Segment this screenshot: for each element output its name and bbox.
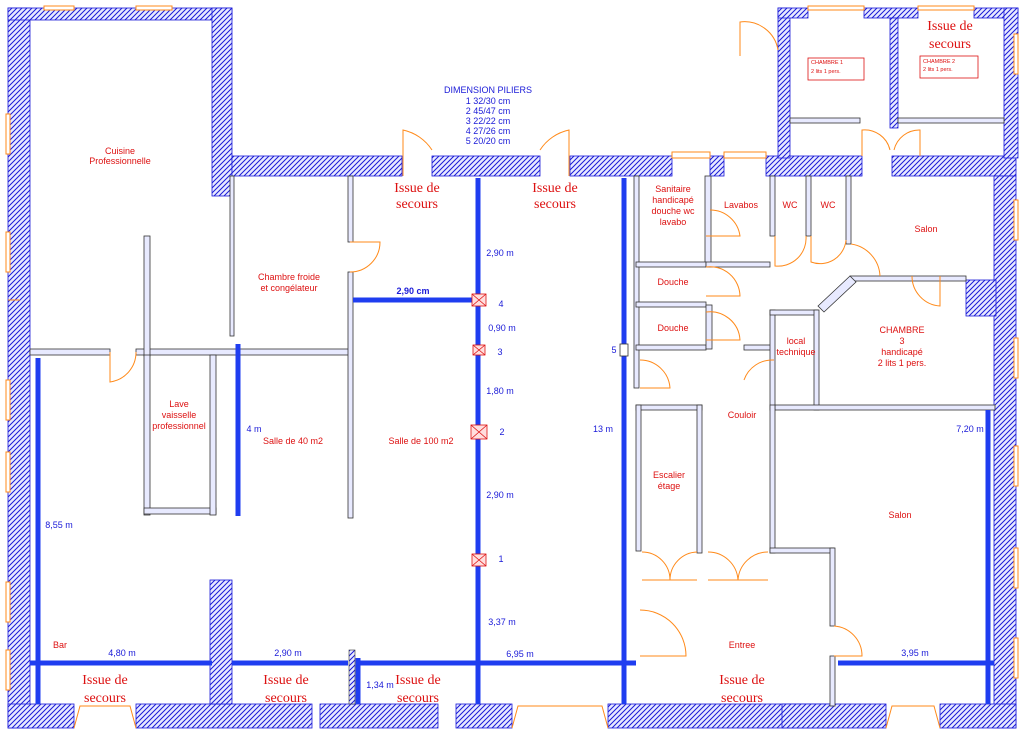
dim-855: 8,55 m bbox=[45, 520, 73, 530]
exit-top-2-line2: secours bbox=[534, 197, 576, 212]
room-salon-big: Salon bbox=[888, 510, 911, 520]
room-chambre1-1: CHAMBRE 1 bbox=[811, 60, 843, 66]
dim-480: 4,80 m bbox=[108, 648, 136, 658]
dim-180: 1,80 m bbox=[486, 386, 514, 396]
pillar-number-4: 4 bbox=[498, 299, 503, 309]
room-sanitaire-2: handicapé bbox=[652, 195, 694, 205]
chambre1-label-box bbox=[807, 57, 865, 81]
exit-top-1-line2: secours bbox=[396, 197, 438, 212]
room-douche-1: Douche bbox=[657, 277, 688, 287]
legend-line-3: 3 22/22 cm bbox=[466, 116, 511, 126]
legend-line-4: 4 27/26 cm bbox=[466, 126, 511, 136]
exit-bottom-2-line2: secours bbox=[265, 691, 307, 706]
dim-090: 0,90 m bbox=[488, 323, 516, 333]
room-sanitaire-3: douche wc bbox=[651, 206, 695, 216]
room-chambre2-2: 2 lits 1 pers. bbox=[923, 67, 953, 73]
pillar-number-2: 2 bbox=[499, 427, 504, 437]
room-chambre1-2: 2 lits 1 pers. bbox=[811, 69, 841, 75]
windows bbox=[5, 5, 1019, 691]
legend-line-5: 5 20/20 cm bbox=[466, 136, 511, 146]
legend-line-1: 1 32/30 cm bbox=[466, 96, 511, 106]
exit-bottom-1-line2: secours bbox=[84, 691, 126, 706]
room-douche-2: Douche bbox=[657, 323, 688, 333]
room-chambre3-3: handicapé bbox=[881, 347, 923, 357]
room-escalier-2: étage bbox=[658, 481, 681, 491]
pillar-number-3: 3 bbox=[497, 347, 502, 357]
exit-bottom-4-line2: secours bbox=[721, 691, 763, 706]
room-chambre3-4: 2 lits 1 pers. bbox=[878, 358, 927, 368]
room-lave-1: Lave bbox=[169, 399, 189, 409]
room-cuisine-2: Professionnelle bbox=[89, 156, 151, 166]
dim-290-mid: 2,90 m bbox=[486, 490, 514, 500]
room-wc-1: WC bbox=[783, 200, 798, 210]
room-labels: Cuisine Professionnelle Chambre froide e… bbox=[53, 59, 955, 650]
exit-bottom-1-line1: Issue de bbox=[82, 673, 128, 688]
dim-134: 1,34 m bbox=[366, 680, 394, 690]
pillar-dimension-legend: DIMENSION PILIERS 1 32/30 cm 2 45/47 cm … bbox=[444, 85, 532, 146]
dim-290-cm: 2,90 cm bbox=[396, 286, 429, 296]
chambre3-diagonal-wall bbox=[817, 275, 857, 313]
room-chambre-froide-2: et congélateur bbox=[260, 283, 317, 293]
pillar-number-5: 5 bbox=[611, 345, 616, 355]
exit-topright-line1: Issue de bbox=[927, 19, 973, 34]
exit-bottom-2-line1: Issue de bbox=[263, 673, 309, 688]
exit-bottom-3-line1: Issue de bbox=[395, 673, 441, 688]
exit-top-1-line1: Issue de bbox=[394, 181, 440, 196]
room-chambre3-1: CHAMBRE bbox=[879, 325, 924, 335]
room-sanitaire-4: lavabo bbox=[660, 217, 687, 227]
dim-13m: 13 m bbox=[593, 424, 613, 434]
walls bbox=[7, 7, 1019, 729]
room-local-1: local bbox=[787, 336, 806, 346]
legend-line-2: 2 45/47 cm bbox=[466, 106, 511, 116]
room-escalier-1: Escalier bbox=[653, 470, 685, 480]
room-chambre-froide-1: Chambre froide bbox=[258, 272, 320, 282]
room-entree: Entree bbox=[729, 640, 756, 650]
pillar-markers bbox=[470, 293, 629, 567]
exit-topright-line2: secours bbox=[929, 37, 971, 52]
dim-695: 6,95 m bbox=[506, 649, 534, 659]
emergency-exit-labels: Issue de secours Issue de secours Issue … bbox=[82, 19, 973, 706]
room-cuisine-1: Cuisine bbox=[105, 146, 135, 156]
legend-title: DIMENSION PILIERS bbox=[444, 85, 532, 95]
pillar-numbers: 4 3 2 1 5 bbox=[497, 299, 616, 564]
dim-290-bottom: 2,90 m bbox=[274, 648, 302, 658]
pillar-number-1: 1 bbox=[498, 554, 503, 564]
room-lavabos: Lavabos bbox=[724, 200, 759, 210]
small-pillar bbox=[348, 649, 356, 705]
dim-720: 7,20 m bbox=[956, 424, 984, 434]
chambre2-label-box bbox=[919, 55, 979, 79]
beams bbox=[30, 178, 994, 704]
room-chambre3-2: 3 bbox=[899, 336, 904, 346]
room-lave-2: vaisselle bbox=[162, 410, 197, 420]
room-chambre2-1: CHAMBRE 2 bbox=[923, 59, 955, 65]
room-couloir: Couloir bbox=[728, 410, 757, 420]
exit-bottom-3-line2: secours bbox=[397, 691, 439, 706]
room-wc-2: WC bbox=[821, 200, 836, 210]
dimension-labels: 2,90 m 2,90 cm 0,90 m 1,80 m 2,90 m 3,37… bbox=[45, 248, 984, 690]
doors bbox=[8, 21, 941, 729]
room-sanitaire-1: Sanitaire bbox=[655, 184, 691, 194]
room-salle100: Salle de 100 m2 bbox=[388, 436, 453, 446]
room-lave-3: professionnel bbox=[152, 421, 206, 431]
room-bar: Bar bbox=[53, 640, 67, 650]
dim-395: 3,95 m bbox=[901, 648, 929, 658]
exit-top-2-line1: Issue de bbox=[532, 181, 578, 196]
room-salle40: Salle de 40 m2 bbox=[263, 436, 323, 446]
dim-337: 3,37 m bbox=[488, 617, 516, 627]
room-salon-top: Salon bbox=[914, 224, 937, 234]
exit-bottom-4-line1: Issue de bbox=[719, 673, 765, 688]
room-local-2: technique bbox=[776, 347, 815, 357]
dim-4m: 4 m bbox=[246, 424, 261, 434]
dim-290-top: 2,90 m bbox=[486, 248, 514, 258]
